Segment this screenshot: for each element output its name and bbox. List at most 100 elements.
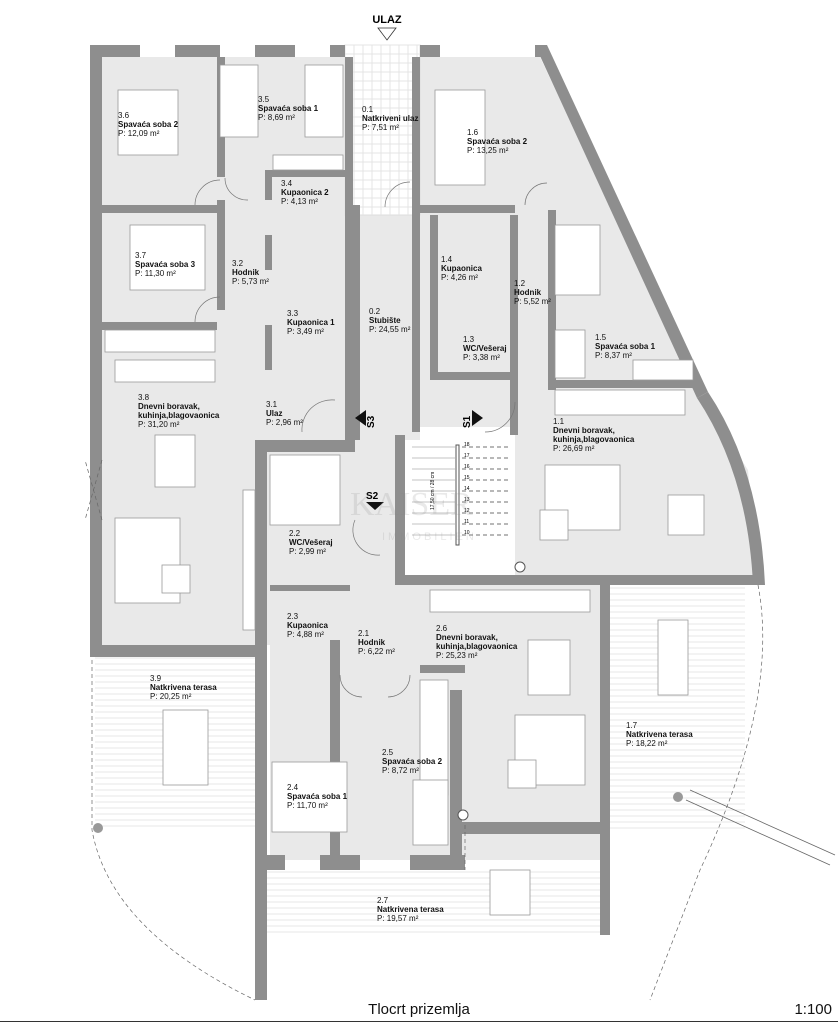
bed-1-5 — [554, 224, 601, 296]
kitchen-2-6 — [429, 589, 591, 613]
section-arrow-icon — [355, 410, 366, 426]
step-number: 18 — [464, 442, 470, 448]
svg-text:IMMOBILIEN: IMMOBILIEN — [382, 531, 477, 543]
bed-3-5a — [219, 64, 259, 138]
svg-text:S2: S2 — [366, 491, 379, 502]
table-2-7 — [489, 869, 531, 916]
stair-railing — [455, 444, 460, 546]
table-2-6 — [527, 639, 571, 696]
bed-3-7 — [129, 224, 206, 291]
svg-text:KAISER: KAISER — [350, 486, 473, 523]
step-number: 10 — [464, 530, 470, 536]
entrance-arrow-icon — [377, 27, 397, 41]
table-3-8 — [154, 434, 196, 488]
section-mark-s3: S3 — [355, 410, 377, 428]
drawing-title: Tlocrt prizemlja — [368, 1001, 470, 1018]
bed-2-4 — [271, 761, 348, 833]
title-divider — [0, 1021, 838, 1022]
bed-1-6 — [434, 89, 486, 186]
stair-dimension-note: 17,50 cm / 28 cm — [430, 472, 436, 510]
section-mark-s1: S1 — [462, 410, 483, 428]
step-number: 16 — [464, 464, 470, 470]
step-number: 14 — [464, 486, 470, 492]
bed-3-6 — [117, 89, 179, 156]
step-number: 17 — [464, 453, 470, 459]
section-mark-s2: S2 — [366, 491, 384, 510]
kitchen-3-8 — [114, 359, 216, 383]
table-1-7 — [657, 619, 689, 696]
step-number: 11 — [464, 519, 469, 525]
section-arrow-icon — [472, 410, 483, 426]
step-number: 15 — [464, 475, 470, 481]
furniture — [104, 64, 705, 916]
elevator — [269, 454, 341, 526]
watermark-logo: KAISER IMMOBILIEN — [350, 486, 477, 543]
entrance-label: ULAZ — [372, 14, 402, 26]
section-arrow-icon — [366, 502, 384, 510]
svg-text:S1: S1 — [462, 415, 473, 428]
bed-3-5b — [304, 64, 344, 138]
table-1-1 — [667, 494, 705, 536]
terrace-outlines — [91, 561, 836, 1001]
table-3-9 — [162, 709, 209, 786]
bed-2-5 — [412, 779, 449, 846]
doors — [84, 177, 548, 698]
step-number: 12 — [464, 508, 470, 514]
svg-text:S3: S3 — [366, 415, 377, 428]
walls — [90, 45, 765, 1000]
